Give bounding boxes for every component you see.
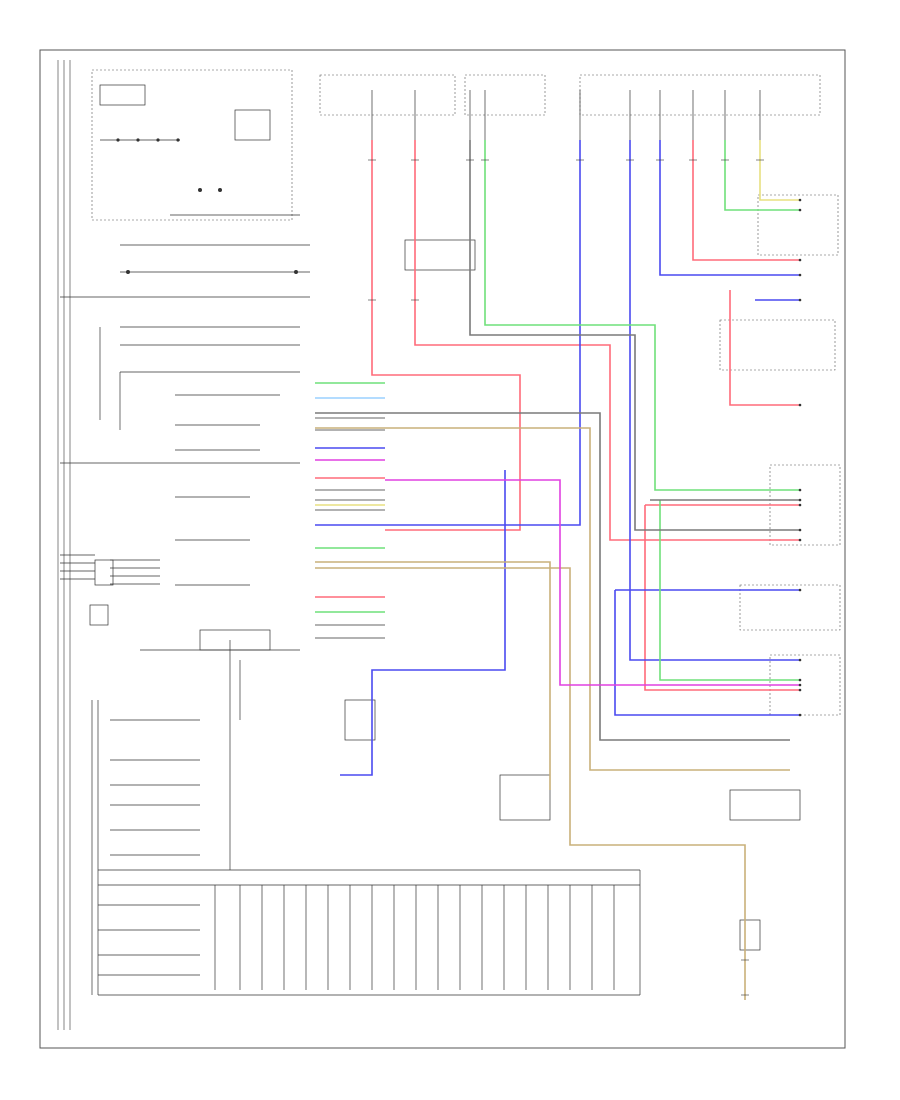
wire-green-1 [484, 140, 800, 491]
wire-magenta-2 [385, 479, 800, 686]
lower-left-block [91, 700, 641, 996]
diagram-frame [39, 49, 846, 1049]
wire-blue-4 [340, 470, 506, 776]
top-fuse-blocks [319, 74, 821, 140]
wire-red-4 [729, 290, 800, 406]
right-terminal-dots [798, 198, 802, 717]
wire-green-2 [659, 500, 800, 681]
wire-red-3 [692, 140, 800, 261]
wire-green-3 [724, 140, 800, 211]
connector-ticks [368, 159, 764, 996]
wire-tan-1 [315, 427, 790, 771]
wire-gray-1 [469, 140, 800, 531]
bottom-connector-columns [214, 885, 615, 990]
wire-blue-1 [315, 140, 581, 526]
wire-harness [315, 140, 800, 1000]
wire-blue-3 [659, 140, 800, 276]
middle-terminal-list [315, 382, 385, 639]
wire-blue-2 [629, 140, 800, 661]
combination-meter-block [60, 69, 310, 870]
wire-red-1 [371, 140, 521, 531]
left-rails [57, 60, 71, 1030]
right-module-blocks [344, 194, 841, 951]
wire-blue-6 [614, 590, 800, 716]
wire-yellow-2 [759, 140, 800, 201]
wire-red-2 [414, 140, 800, 541]
wire-tan-3 [315, 561, 551, 790]
wire-tan-2 [315, 567, 746, 1000]
wire-red-6 [644, 505, 800, 691]
wire-gray-2 [315, 412, 790, 741]
